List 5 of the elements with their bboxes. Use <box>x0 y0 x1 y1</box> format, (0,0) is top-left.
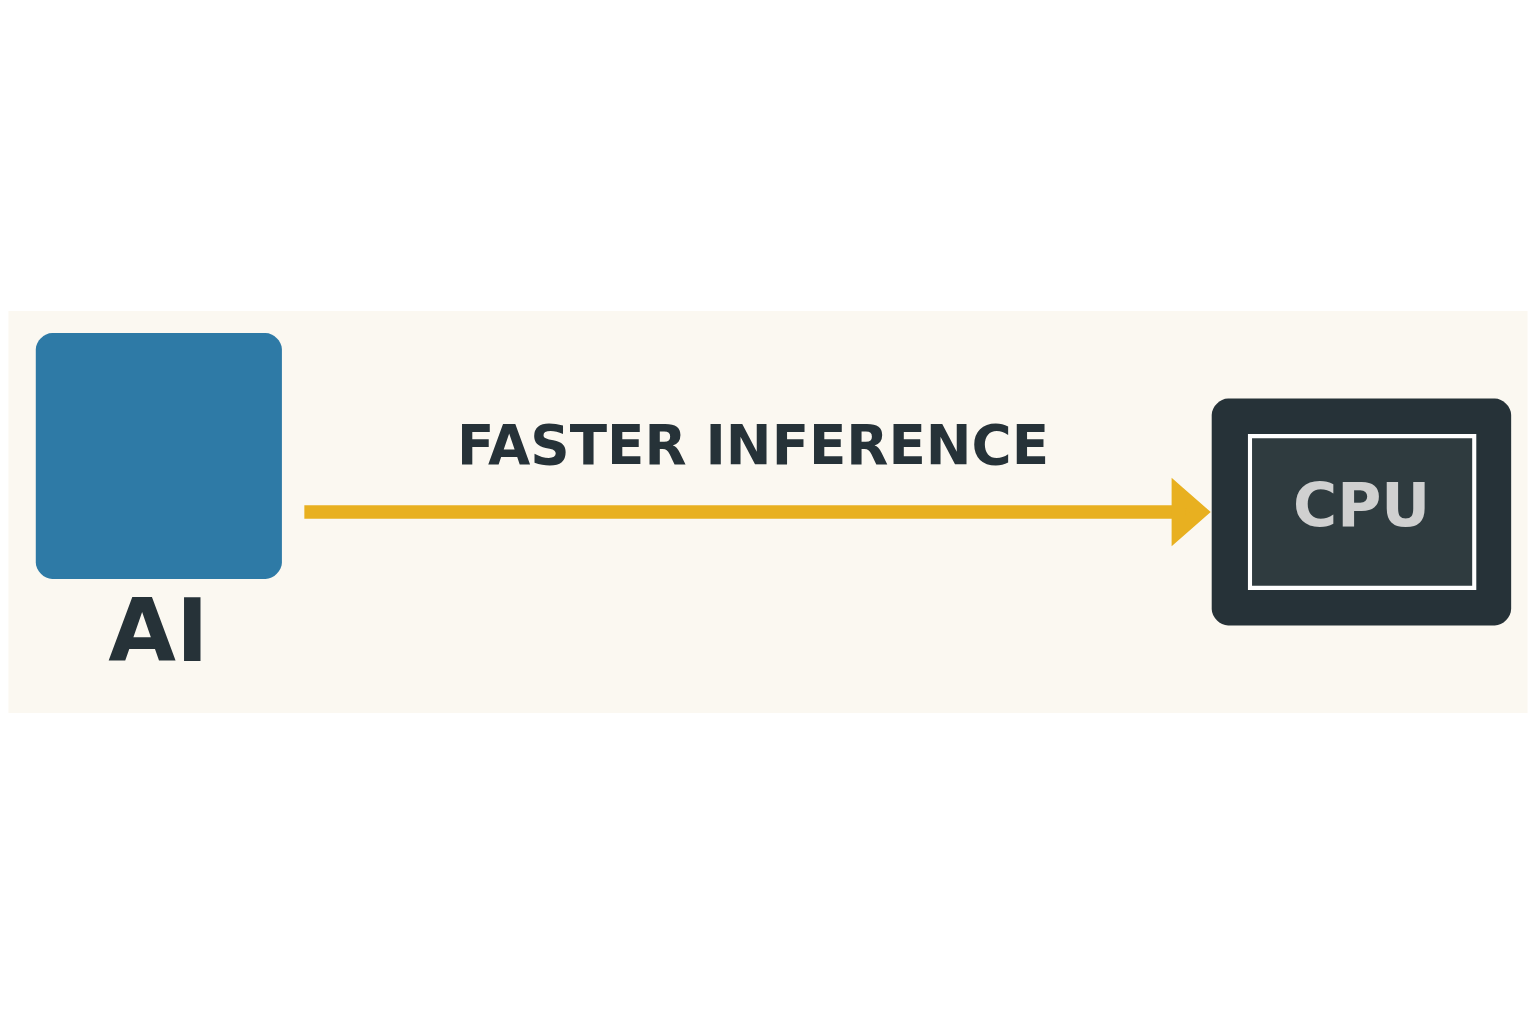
arrow <box>304 477 1211 547</box>
edge-label: FASTER INFERENCE <box>456 413 1050 478</box>
node-box <box>35 332 282 579</box>
node-label: AI <box>108 580 209 683</box>
node-box: CPU <box>1211 398 1512 626</box>
